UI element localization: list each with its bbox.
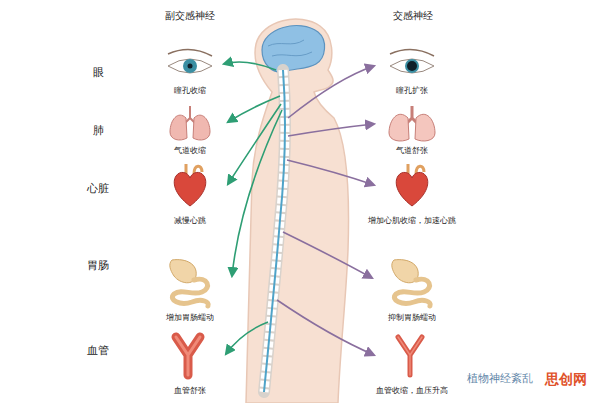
parasympathetic-nerve [224,62,282,354]
sympathetic-nerve-part [288,124,374,136]
eye-icon-part [390,59,434,73]
lung-icon-part [193,115,210,140]
vessel-icon [398,337,422,375]
heart-icon [174,164,206,206]
spinal-cord-part [264,70,285,392]
watermark: 植物神经紊乱 [467,371,533,386]
effect-caption: 气道舒张 [395,146,429,156]
vessel-effect-node: 血管收缩，血压升高 [372,333,452,396]
lung-icon-part [389,114,409,141]
heart-icon [396,164,428,206]
effect-caption: 增加心肌收缩，加速心跳 [367,216,457,226]
parasympathetic-nerve-part [232,110,282,276]
eye-icon-part [168,49,212,56]
lung-effect-node: 气道收缩 [165,104,215,156]
eye-icon-part [168,59,212,73]
effect-caption: 瞳孔收缩 [173,86,207,96]
eye-icon-part [405,59,419,73]
lung-icon [170,106,210,140]
sympathetic-nerve-part [288,66,374,118]
spinal-cord-part [264,70,285,392]
lung-icon-part [170,115,187,140]
heart-icon-part [396,172,428,206]
eye-icon-part [188,64,193,69]
eye-effect-node: 瞳孔收缩 [165,50,215,96]
effect-caption: 血管收缩，血压升高 [375,386,449,396]
spinal-cord-part [264,70,285,392]
effect-caption: 增加胃肠蠕动 [165,313,215,323]
eye-icon [390,49,434,73]
vessel-icon-part [176,337,200,375]
effect-caption: 减慢心跳 [173,216,207,226]
gut-icon-part [172,279,208,306]
gut-effect-node: 增加胃肠蠕动 [162,257,218,323]
lung-icon [389,106,435,141]
gut-icon-part [394,279,430,306]
gut-icon [392,260,430,306]
gut-effect-node: 抑制胃肠蠕动 [384,257,440,323]
sympathetic-nerve-part [283,232,372,278]
eye-effect-node: 瞳孔扩张 [387,50,437,96]
effect-caption: 血管舒张 [173,386,207,396]
effect-caption: 气道收缩 [173,146,207,156]
eye-icon [168,49,212,73]
eye-icon-part [407,61,417,71]
vessel-effect-node: 血管舒张 [170,333,210,396]
vessel-icon-part [176,337,200,375]
lung-icon-part [415,114,435,141]
column-heading: 副交感神经 [165,9,215,23]
parasympathetic-nerve-part [228,104,281,184]
body-silhouette [246,19,348,403]
row-label: 眼 [93,65,104,80]
parasympathetic-nerve-part [224,62,276,70]
row-label: 胃肠 [87,258,109,273]
brain [262,26,325,73]
body-silhouette-part [246,19,348,403]
watermark: 思创网 [545,371,587,389]
gut-icon [170,260,208,306]
effect-caption: 瞳孔扩张 [395,86,429,96]
row-label: 心脏 [87,181,109,196]
brain-part [262,26,325,73]
heart-effect-node: 增加心肌收缩，加速心跳 [364,162,460,226]
spinal-cord [264,70,285,392]
eye-icon-part [183,59,197,73]
vessel-icon-part [398,337,422,375]
sympathetic-nerve [277,66,374,355]
heart-icon-part [174,172,206,206]
brain-part [268,40,312,56]
effect-caption: 抑制胃肠蠕动 [387,313,437,323]
vessel-icon [176,337,200,375]
vessel-icon-part [398,337,422,375]
column-heading: 交感神经 [393,9,433,23]
heart-effect-node: 减慢心跳 [170,162,210,226]
eye-icon-part [390,49,434,56]
sympathetic-nerve-part [287,160,374,185]
row-label: 血管 [87,343,109,358]
sympathetic-nerve-part [277,300,374,355]
parasympathetic-nerve-part [226,322,268,354]
row-label: 肺 [93,123,104,138]
lung-effect-node: 气道舒张 [386,104,438,156]
